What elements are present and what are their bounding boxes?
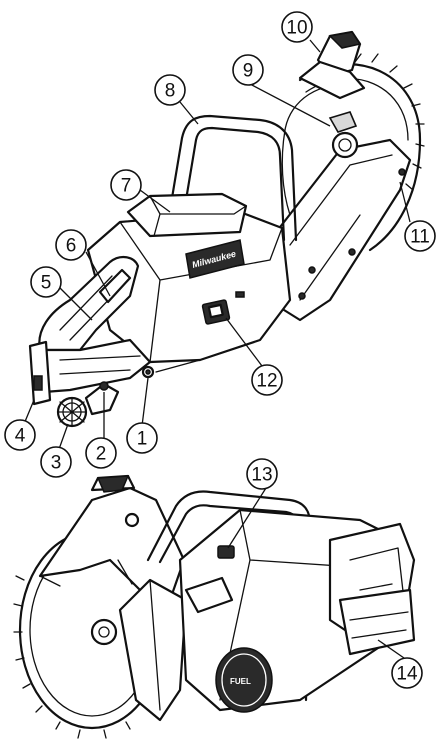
trigger [98,268,132,304]
lower-blade-guard [38,486,186,602]
bottom-saw-illustration: FUEL [13,474,416,739]
end-cap [28,340,52,406]
callout-13-label: 13 [251,465,272,486]
callout-12: 12 [251,364,283,396]
blade-segments [354,53,425,191]
brand-logo-plate: Milwaukee [185,239,245,279]
callout-8: 8 [154,74,186,106]
water-valve-knob [56,396,88,428]
battery-tray [338,588,416,656]
callout-12-label: 12 [256,371,277,392]
callout-6-label: 6 [66,236,77,257]
callout-10-label: 10 [286,18,307,39]
callout-11: 11 [404,220,436,252]
callout-5-label: 5 [41,273,52,294]
callout-9: 9 [232,54,264,86]
fuel-badge: FUEL [215,647,273,713]
callout-6: 6 [55,229,87,261]
blade-segments-lower [13,575,131,739]
spindle-lock [217,545,235,559]
callout-8-label: 8 [165,81,176,102]
callout-7: 7 [110,169,142,201]
callout-5: 5 [30,266,62,298]
callout-11-label: 11 [410,227,430,248]
battery-pack [126,192,248,238]
callout-13: 13 [246,458,278,490]
callout-4: 4 [4,419,36,451]
callout-2-label: 2 [96,444,107,465]
blade-arbor [90,618,118,646]
callout-9-label: 9 [243,61,254,82]
callout-7-label: 7 [121,176,132,197]
callout-1: 1 [126,422,158,454]
top-saw-illustration: Milwaukee [28,30,425,428]
callout-3: 3 [40,446,72,478]
front-handle [170,114,298,242]
callout-4-label: 4 [15,426,26,447]
callout-2: 2 [85,437,117,469]
callout-1-label: 1 [137,429,148,450]
leader-lines [23,39,411,659]
callout-10: 10 [281,11,313,43]
callout-14: 14 [391,657,423,689]
guard-adjust-knob [331,131,359,159]
fuel-badge-text: FUEL [230,677,251,686]
callout-14-label: 14 [396,664,418,685]
callout-3-label: 3 [51,453,62,474]
guard-handle-top [328,31,362,49]
